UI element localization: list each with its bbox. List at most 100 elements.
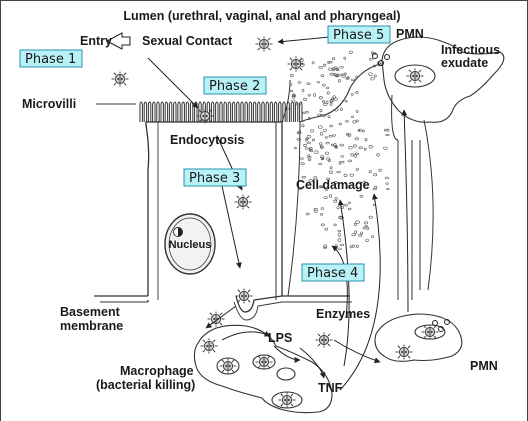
microvillus: [220, 102, 222, 122]
microvillus: [279, 102, 281, 122]
debris-dot: [320, 133, 323, 136]
microvillus: [253, 102, 255, 122]
debris-dot: [304, 144, 307, 146]
debris-dot: [301, 158, 304, 160]
debris-dot: [369, 145, 372, 148]
debris-dot: [385, 177, 389, 179]
debris-dot: [340, 67, 344, 69]
debris-dot: [302, 125, 304, 127]
lps-label: LPS: [268, 331, 292, 345]
debris-dot: [323, 84, 326, 86]
arrow-to-pmn: [334, 340, 380, 362]
microvillus: [144, 102, 146, 122]
microvillus: [266, 102, 268, 122]
debris-dot: [330, 103, 332, 106]
debris-dot: [338, 239, 341, 242]
debris-dot: [374, 186, 377, 188]
debris-dot: [344, 57, 346, 59]
debris-dot: [315, 151, 319, 154]
bacterium: [201, 339, 218, 354]
debris-dot: [308, 156, 312, 158]
debris-dot: [374, 75, 376, 77]
debris-dot: [356, 221, 360, 224]
arrow-lps-tnf: [274, 346, 300, 360]
debris-dot: [320, 109, 322, 112]
debris-dot: [353, 121, 357, 123]
debris-dot: [302, 89, 304, 91]
microvillus: [178, 102, 180, 122]
cell-debris-dots: [289, 51, 390, 250]
debris-dot: [369, 216, 373, 218]
debris-dot: [361, 232, 363, 234]
debris-dot: [303, 98, 306, 100]
debris-dot: [314, 94, 316, 97]
epithelial-cells: [94, 80, 352, 320]
debris-dot: [326, 87, 329, 89]
debris-dot: [337, 207, 339, 209]
debris-dot: [359, 147, 363, 149]
bacterium: [396, 345, 413, 360]
debris-dot: [323, 129, 327, 132]
debris-dot: [317, 82, 320, 84]
debris-dot: [312, 62, 314, 64]
debris-dot: [362, 130, 364, 132]
microvillus: [270, 102, 272, 122]
phase-1-box: Phase 1: [20, 50, 82, 67]
debris-dot: [323, 100, 325, 103]
microvillus: [140, 102, 142, 122]
debris-dot: [349, 146, 353, 149]
bacterial-killing-label: (bacterial killing): [96, 378, 195, 392]
phase-5-box: Phase 5: [328, 26, 390, 43]
debris-dot: [354, 223, 356, 226]
microvillus: [169, 102, 171, 122]
enzymes-label: Enzymes: [316, 307, 370, 321]
debris-dot: [374, 174, 377, 176]
microvillus: [228, 102, 230, 122]
basement-label: Basement: [60, 305, 121, 319]
neighbor-cell: [392, 95, 434, 300]
phase-4-label: Phase 4: [307, 266, 358, 281]
macrophage: [194, 325, 332, 412]
arrow-pmn-up: [404, 110, 408, 312]
debris-dot: [348, 208, 351, 210]
debris-dot: [373, 204, 375, 206]
debris-dot: [314, 210, 317, 212]
debris-dot: [386, 134, 390, 136]
debris-dot: [365, 138, 367, 141]
tnf-label: TNF: [318, 381, 343, 395]
bacterium: [208, 312, 225, 327]
debris-dot: [312, 139, 315, 141]
debris-dot: [349, 51, 352, 54]
debris-dot: [364, 222, 368, 224]
macrophage-label: Macrophage: [120, 364, 194, 378]
debris-dot: [355, 138, 359, 140]
debris-dot: [377, 154, 380, 157]
debris-dot: [355, 153, 359, 155]
microvillus: [262, 102, 264, 122]
debris-dot: [379, 169, 382, 171]
debris-dot: [369, 58, 373, 60]
debris-dot: [321, 158, 323, 160]
membrane-label: membrane: [60, 319, 123, 333]
debris-dot: [350, 174, 354, 176]
debris-dot: [341, 156, 344, 158]
phase-1-label: Phase 1: [25, 52, 76, 67]
debris-dot: [334, 200, 337, 202]
debris-dot: [387, 129, 389, 131]
debris-dot: [358, 235, 361, 237]
entry-label: Entry: [80, 34, 112, 48]
microvillus: [211, 102, 213, 122]
microvillus: [274, 102, 276, 122]
debris-dot: [348, 202, 350, 204]
debris-dot: [334, 224, 336, 226]
microvillus: [190, 102, 192, 122]
nucleus-label: Nucleus: [169, 239, 212, 251]
arrow-exit: [206, 306, 236, 328]
microvillus: [174, 102, 176, 122]
debris-dot: [340, 108, 342, 110]
debris-dot: [384, 147, 388, 149]
bacterium: [235, 195, 252, 210]
debris-dot: [344, 73, 346, 75]
debris-dot: [356, 245, 358, 248]
